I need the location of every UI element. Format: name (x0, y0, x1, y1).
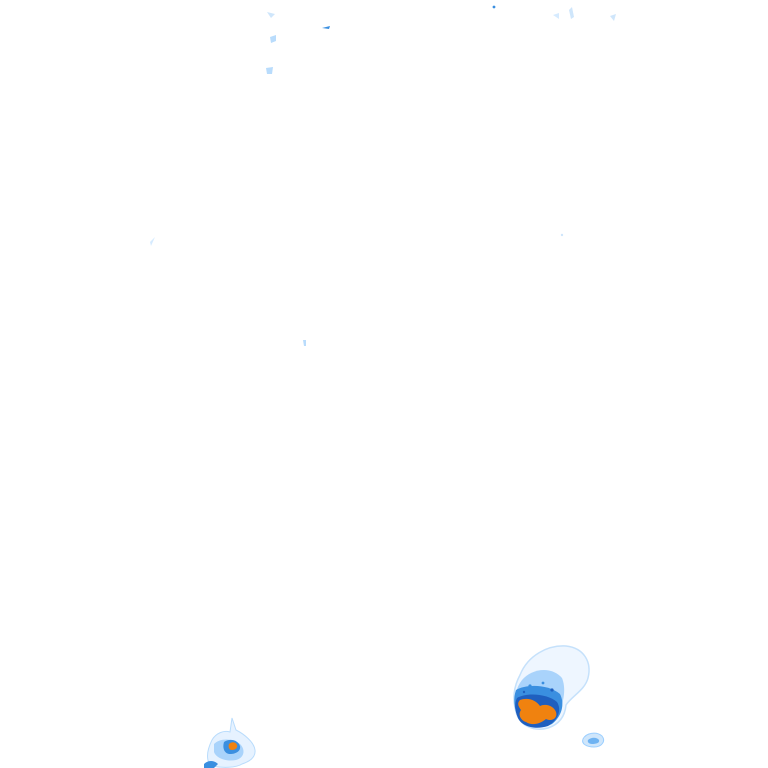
cell-speckle (541, 681, 545, 685)
faint-blue-flecks-top (150, 5, 616, 346)
cell-speckle (550, 688, 554, 692)
satellite-inner (587, 737, 600, 744)
cell-speckle (528, 684, 532, 688)
fleck (150, 237, 155, 246)
fleck (266, 67, 273, 74)
fleck (569, 7, 574, 19)
small-cell-bottom-left (204, 717, 256, 768)
fleck (270, 35, 276, 43)
fleck (322, 26, 330, 29)
cell-tail (204, 761, 218, 768)
cell-core (518, 698, 557, 725)
small-satellite-cell-bottom-right (582, 732, 605, 748)
fleck (560, 233, 564, 237)
main-cell-bottom-right (513, 645, 590, 730)
fleck (492, 5, 496, 9)
cell-speckle (522, 690, 526, 694)
fleck (610, 14, 616, 21)
fleck (267, 12, 275, 18)
fleck (303, 340, 306, 346)
fleck (553, 13, 559, 19)
cell-core (228, 742, 238, 750)
